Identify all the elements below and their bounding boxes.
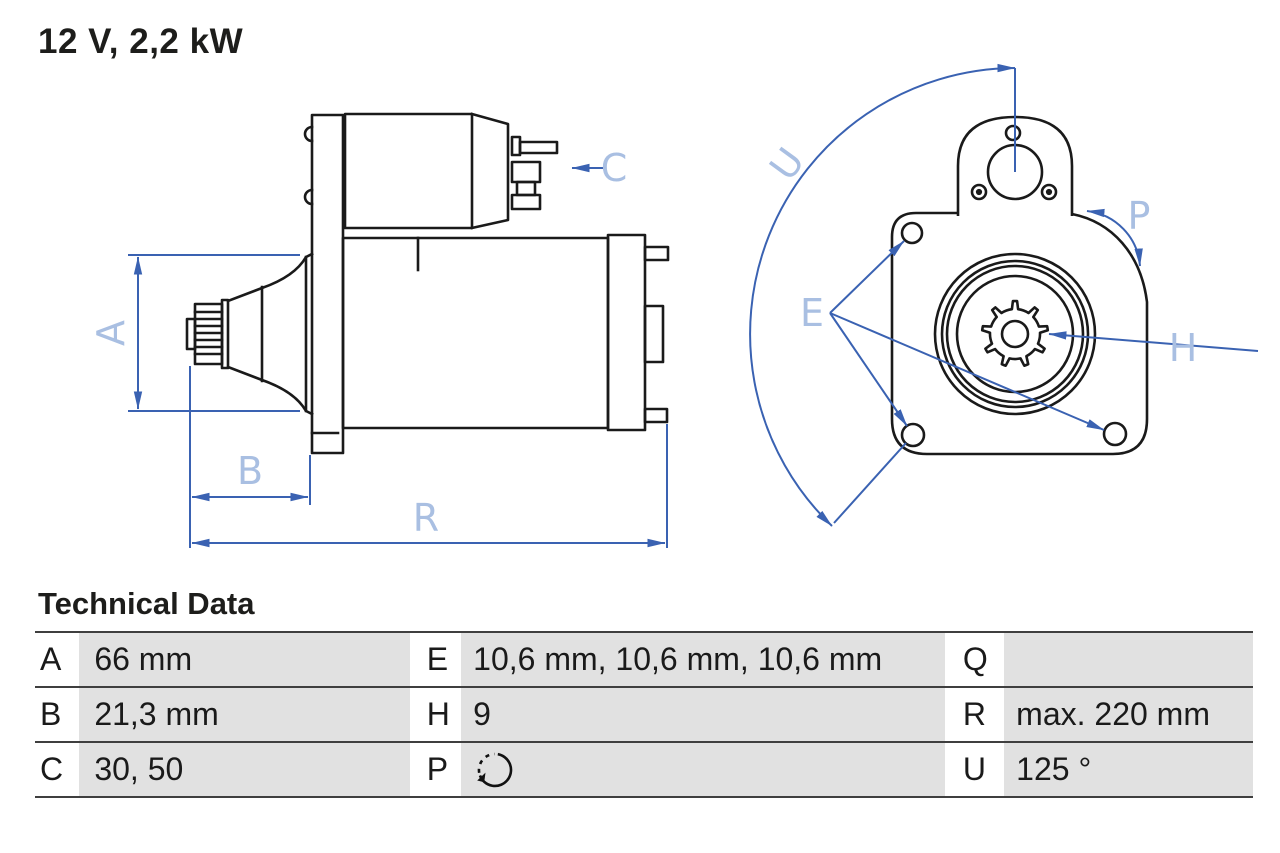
label-a: A — [89, 320, 133, 346]
row-key: H — [409, 688, 462, 741]
label-c: C — [601, 146, 628, 190]
table-row: A 66 mm E 10,6 mm, 10,6 mm, 10,6 mm Q — [35, 631, 1253, 686]
technical-data-table: A 66 mm E 10,6 mm, 10,6 mm, 10,6 mm Q B … — [35, 631, 1253, 798]
label-u: U — [761, 140, 813, 188]
dimension-b-line — [189, 366, 311, 548]
row-value: max. 220 mm — [1004, 688, 1253, 741]
side-view-drawing — [185, 112, 670, 455]
row-key: U — [944, 743, 1005, 796]
dimension-u-arc — [749, 63, 1016, 527]
row-value: 10,6 mm, 10,6 mm, 10,6 mm — [461, 633, 945, 686]
pinion-gear — [185, 298, 230, 370]
bearing-rings — [933, 252, 1097, 416]
front-view-dimensions — [749, 63, 1259, 527]
row-value: 125 ° — [1004, 743, 1253, 796]
row-value — [461, 743, 945, 796]
table-row: B 21,3 mm H 9 R max. 220 mm — [35, 686, 1253, 741]
label-b: B — [237, 449, 263, 493]
row-value: 66 mm — [79, 633, 410, 686]
label-p: P — [1128, 194, 1151, 238]
technical-drawing: A B C R U P E H — [89, 63, 1259, 548]
page-title: 12 V, 2,2 kW — [38, 22, 244, 61]
mounting-flange-plate — [303, 113, 345, 455]
row-value: 21,3 mm — [79, 688, 410, 741]
row-key: Q — [944, 633, 1005, 686]
dimension-p-arrow — [1086, 208, 1143, 267]
front-flange — [890, 211, 1149, 456]
table-row: C 30, 50 P U 125 ° — [35, 741, 1253, 796]
row-key: B — [35, 688, 80, 741]
label-r: R — [413, 496, 439, 540]
dimension-a-line — [128, 254, 300, 412]
label-h: H — [1169, 326, 1198, 370]
rotation-direction-icon — [477, 752, 513, 787]
label-e: E — [800, 291, 824, 335]
row-value: 30, 50 — [79, 743, 410, 796]
side-view-dimensions — [128, 163, 668, 548]
dimension-e-leaders — [829, 240, 1105, 431]
dimension-h-leader — [1048, 331, 1259, 352]
row-value — [1004, 633, 1253, 686]
row-value: 9 — [461, 688, 945, 741]
front-view-drawing — [890, 115, 1149, 456]
row-key: C — [35, 743, 80, 796]
row-key: A — [35, 633, 80, 686]
row-key: E — [409, 633, 462, 686]
dimension-r-line — [191, 424, 668, 548]
row-key: P — [409, 743, 462, 796]
solenoid — [343, 112, 559, 230]
section-heading: Technical Data — [38, 586, 255, 621]
motor-body — [341, 233, 670, 432]
drive-end-housing — [226, 252, 314, 416]
row-key: R — [944, 688, 1005, 741]
pinion-front — [980, 299, 1050, 367]
